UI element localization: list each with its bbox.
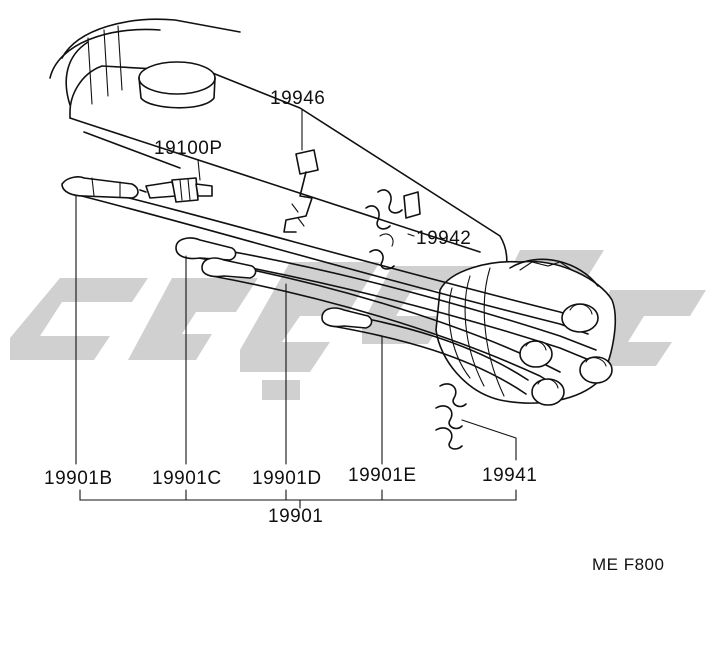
label-19942: 19942 bbox=[416, 228, 471, 249]
label-19901D: 19901D bbox=[252, 468, 322, 489]
label-19941: 19941 bbox=[482, 465, 537, 486]
oil-filler-cap bbox=[138, 61, 216, 109]
spark-plug bbox=[139, 177, 213, 203]
label-19901B: 19901B bbox=[44, 468, 113, 489]
clamp-19941 bbox=[435, 383, 467, 450]
distributor bbox=[435, 258, 617, 404]
leader-lines bbox=[75, 109, 517, 509]
label-19100P: 19100P bbox=[154, 138, 223, 159]
label-19901C: 19901C bbox=[152, 468, 222, 489]
label-19946: 19946 bbox=[270, 88, 325, 109]
callout-labels: 19946 19100P 19942 19901B 19901C 19901D … bbox=[44, 88, 664, 574]
clamp-19942 bbox=[365, 189, 421, 270]
ignition-cords bbox=[61, 176, 613, 406]
label-19901E: 19901E bbox=[348, 465, 417, 486]
figure-code: ME F800 bbox=[592, 555, 664, 574]
label-19901: 19901 bbox=[268, 506, 323, 527]
bracket-19946 bbox=[283, 149, 319, 233]
